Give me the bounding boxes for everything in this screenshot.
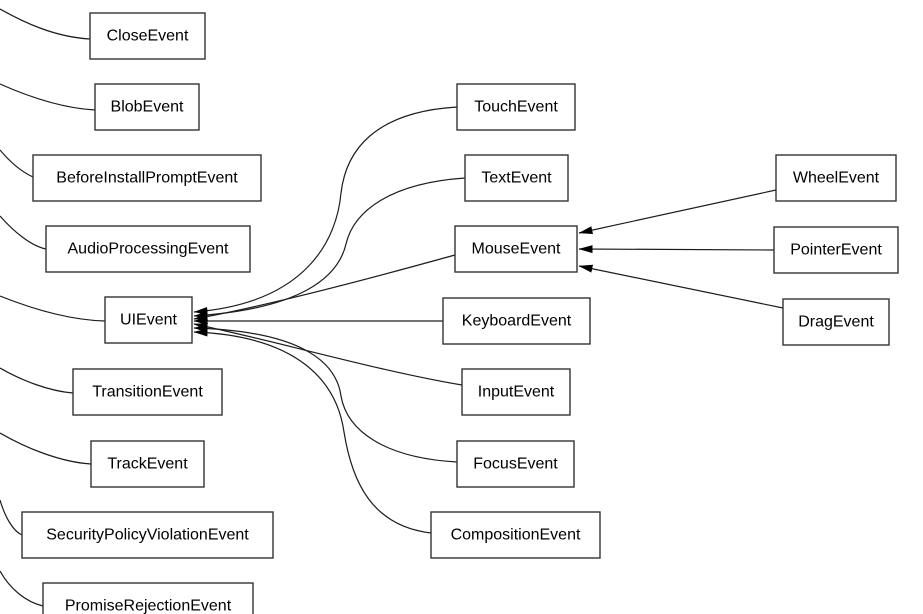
node-label-audioprocessingevent: AudioProcessingEvent — [68, 241, 230, 258]
node-label-transitionevent: TransitionEvent — [92, 384, 203, 401]
node-label-beforeinstallpromptevent: BeforeInstallPromptEvent — [56, 170, 238, 187]
edge-trackevent-to-offscreen-left — [0, 432, 92, 465]
node-box-uievent — [104, 296, 193, 344]
node-box-touchevent — [456, 83, 576, 131]
node-label-compositionevent: CompositionEvent — [451, 527, 581, 544]
edge-uievent-to-offscreen-left — [0, 295, 106, 322]
edge-dragevent-to-mouseevent — [578, 264, 784, 309]
node-label-pointerevent: PointerEvent — [790, 242, 882, 259]
node-box-pointerevent — [773, 226, 899, 274]
node-label-trackevent: TrackEvent — [107, 456, 188, 473]
node-label-focusevent: FocusEvent — [473, 456, 558, 473]
node-label-dragevent: DragEvent — [798, 314, 874, 331]
node-box-textevent — [464, 154, 569, 202]
node-box-mouseevent — [454, 225, 578, 273]
node-label-mouseevent: MouseEvent — [472, 241, 561, 258]
edge-focusevent-to-uievent — [193, 324, 458, 463]
node-box-compositionevent — [430, 511, 601, 559]
node-uievent: UIEvent — [104, 296, 193, 344]
node-promiserejectionevent: PromiseRejectionEvent — [42, 582, 254, 614]
node-box-dragevent — [782, 298, 890, 346]
node-pointerevent: PointerEvent — [773, 226, 899, 274]
edge-inputevent-to-uievent — [193, 322, 463, 386]
node-label-keyboardevent: KeyboardEvent — [462, 313, 572, 330]
node-audioprocessingevent: AudioProcessingEvent — [45, 225, 251, 273]
node-label-inputevent: InputEvent — [478, 384, 555, 401]
node-wheelevent: WheelEvent — [775, 154, 897, 202]
node-label-textevent: TextEvent — [481, 170, 552, 187]
node-label-closeevent: CloseEvent — [107, 28, 189, 45]
node-label-securitypolicyviolationevent: SecurityPolicyViolationEvent — [46, 527, 249, 544]
edge-blobevent-to-offscreen-left — [0, 83, 96, 111]
node-trackevent: TrackEvent — [90, 440, 205, 488]
edge-textevent-to-uievent — [193, 177, 466, 320]
edge-compositionevent-to-uievent — [193, 328, 432, 534]
node-box-securitypolicyviolationevent — [21, 511, 274, 559]
node-box-blobevent — [94, 83, 200, 131]
node-focusevent: FocusEvent — [456, 440, 575, 488]
node-box-closeevent — [89, 12, 206, 60]
edge-securitypolicyviolationevent-to-offscreen-left — [0, 499, 23, 536]
node-box-trackevent — [90, 440, 205, 488]
node-box-focusevent — [456, 440, 575, 488]
node-compositionevent: CompositionEvent — [430, 511, 601, 559]
node-label-touchevent: TouchEvent — [474, 99, 558, 116]
node-label-blobevent: BlobEvent — [111, 99, 184, 116]
edge-touchevent-to-uievent — [193, 106, 458, 315]
node-dragevent: DragEvent — [782, 298, 890, 346]
node-box-inputevent — [461, 368, 571, 416]
edge-wheelevent-to-mouseevent — [578, 189, 777, 235]
node-closeevent: CloseEvent — [89, 12, 206, 60]
node-keyboardevent: KeyboardEvent — [442, 297, 591, 345]
edge-beforeinstallpromptevent-to-offscreen-left — [0, 149, 34, 178]
node-textevent: TextEvent — [464, 154, 569, 202]
edge-closeevent-to-offscreen-left — [0, 8, 91, 40]
edge-mouseevent-to-uievent — [193, 254, 456, 321]
edge-pointerevent-to-mouseevent — [578, 245, 775, 254]
node-mouseevent: MouseEvent — [454, 225, 578, 273]
node-beforeinstallpromptevent: BeforeInstallPromptEvent — [32, 154, 262, 202]
nodes-layer: CloseEventBlobEventBeforeInstallPromptEv… — [21, 12, 899, 614]
node-inputevent: InputEvent — [461, 368, 571, 416]
node-box-transitionevent — [72, 368, 223, 416]
edge-transitionevent-to-offscreen-left — [0, 367, 74, 394]
node-transitionevent: TransitionEvent — [72, 368, 223, 416]
node-blobevent: BlobEvent — [94, 83, 200, 131]
edges-layer — [0, 8, 784, 607]
edge-audioprocessingevent-to-offscreen-left — [0, 215, 47, 250]
node-box-wheelevent — [775, 154, 897, 202]
node-label-wheelevent: WheelEvent — [793, 170, 880, 187]
node-box-keyboardevent — [442, 297, 591, 345]
node-box-beforeinstallpromptevent — [32, 154, 262, 202]
node-box-promiserejectionevent — [42, 582, 254, 614]
node-label-promiserejectionevent: PromiseRejectionEvent — [65, 598, 232, 614]
node-box-audioprocessingevent — [45, 225, 251, 273]
node-label-uievent: UIEvent — [120, 312, 177, 329]
edge-promiserejectionevent-to-offscreen-left — [0, 570, 44, 607]
node-touchevent: TouchEvent — [456, 83, 576, 131]
node-securitypolicyviolationevent: SecurityPolicyViolationEvent — [21, 511, 274, 559]
